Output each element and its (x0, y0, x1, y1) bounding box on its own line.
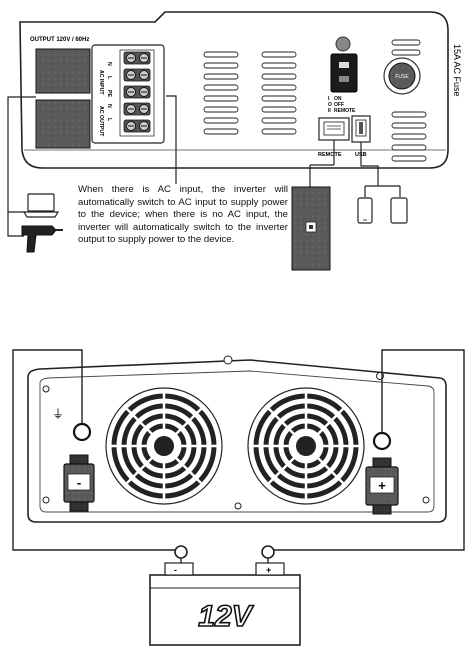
vent-slot (203, 106, 239, 113)
ground-bolt (72, 422, 92, 442)
terminal-label-pe: PE (106, 90, 112, 97)
laptop-icon (22, 193, 60, 218)
vent-slot (203, 117, 239, 124)
positive-bolt (372, 431, 392, 451)
terminal-screw (123, 102, 151, 116)
positive-dc-terminal: + (365, 457, 399, 515)
negative-dc-terminal: - (63, 454, 95, 512)
vent-slot (391, 122, 427, 129)
vent-slot (261, 51, 297, 58)
vent-slot (261, 95, 297, 102)
vent-slot (203, 95, 239, 102)
vent-slot (203, 128, 239, 135)
vent-slot (391, 49, 421, 56)
fuse-button-label: FUSE (395, 74, 409, 80)
vent-slot (261, 128, 297, 135)
vent-slot (391, 144, 427, 151)
bottom-wiring (12, 349, 465, 551)
top-vent-slots (203, 39, 427, 162)
battery: - + 12V (149, 545, 301, 646)
positive-terminal-sign: + (378, 478, 386, 493)
fuse-button[interactable]: FUSE (383, 57, 421, 95)
vent-slot (203, 62, 239, 69)
top-inverter-panel: OUTPUT 120V / 60Hz AC INPUT N L PE N L A… (19, 11, 449, 169)
battery-positive-label: + (266, 565, 271, 575)
terminal-screw (123, 85, 151, 99)
switch-label-on-mark: I (328, 96, 330, 102)
switch-indicator-light (335, 36, 351, 52)
terminal-label-n-upper: N (106, 62, 112, 66)
vent-slot (261, 84, 297, 91)
vent-slot (261, 73, 297, 80)
vent-slot (261, 117, 297, 124)
vent-slot (261, 106, 297, 113)
ac-outlet-upper (35, 48, 91, 94)
remote-port-label: REMOTE (318, 152, 342, 158)
cooling-fan-left (105, 387, 223, 505)
top-wiring (7, 95, 401, 237)
power-drill-icon (21, 225, 63, 253)
switch-off-mark (339, 76, 349, 82)
switch-label-remote-mark: II (328, 108, 331, 114)
fuse-side-label: 15A AC Fuse (452, 44, 462, 97)
terminal-label-n-lower: N (106, 104, 112, 108)
power-switch[interactable] (330, 36, 358, 93)
vent-slot (261, 62, 297, 69)
switch-label-off-mark: O (328, 102, 332, 108)
phone-icon-left (357, 197, 373, 224)
rocker-switch[interactable] (330, 53, 358, 93)
vent-slot (391, 111, 427, 118)
ground-symbol-icon: ⏚ (52, 407, 64, 421)
terminal-label-l-upper: L (106, 76, 112, 80)
terminal-screw (123, 51, 151, 65)
terminal-label-ac-input: AC INPUT (98, 70, 104, 95)
output-label: OUTPUT 120V / 60Hz (30, 37, 89, 43)
battery-positive-post (261, 545, 275, 559)
vent-slot (203, 51, 239, 58)
switch-on-mark (339, 62, 349, 68)
terminal-screws (123, 51, 151, 133)
vent-slot (391, 155, 427, 162)
switch-label-remote: REMOTE (334, 108, 356, 114)
vent-slot (203, 84, 239, 91)
ac-input-callout: When there is AC input, the inverter wil… (78, 184, 288, 247)
battery-voltage-label: 12V (198, 600, 254, 633)
vent-slot (391, 39, 421, 46)
terminal-screw (123, 68, 151, 82)
remote-wall-plate (291, 186, 331, 271)
switch-label-on: ON (334, 96, 342, 102)
negative-terminal-sign: - (77, 475, 81, 490)
terminal-label-ac-output: AC OUTPUT (98, 106, 104, 137)
vent-slot (203, 73, 239, 80)
terminal-screw (123, 119, 151, 133)
terminal-label-l-lower: L (106, 118, 112, 122)
battery-negative-label: - (174, 565, 177, 575)
battery-negative-post (174, 545, 188, 559)
vent-slot (391, 133, 427, 140)
switch-label-off: OFF (334, 102, 344, 108)
ac-outlet-lower (35, 99, 91, 149)
bottom-inverter-panel: ⏚ - + (27, 355, 447, 523)
phone-icon-right (390, 197, 408, 224)
cooling-fan-right (247, 387, 365, 505)
